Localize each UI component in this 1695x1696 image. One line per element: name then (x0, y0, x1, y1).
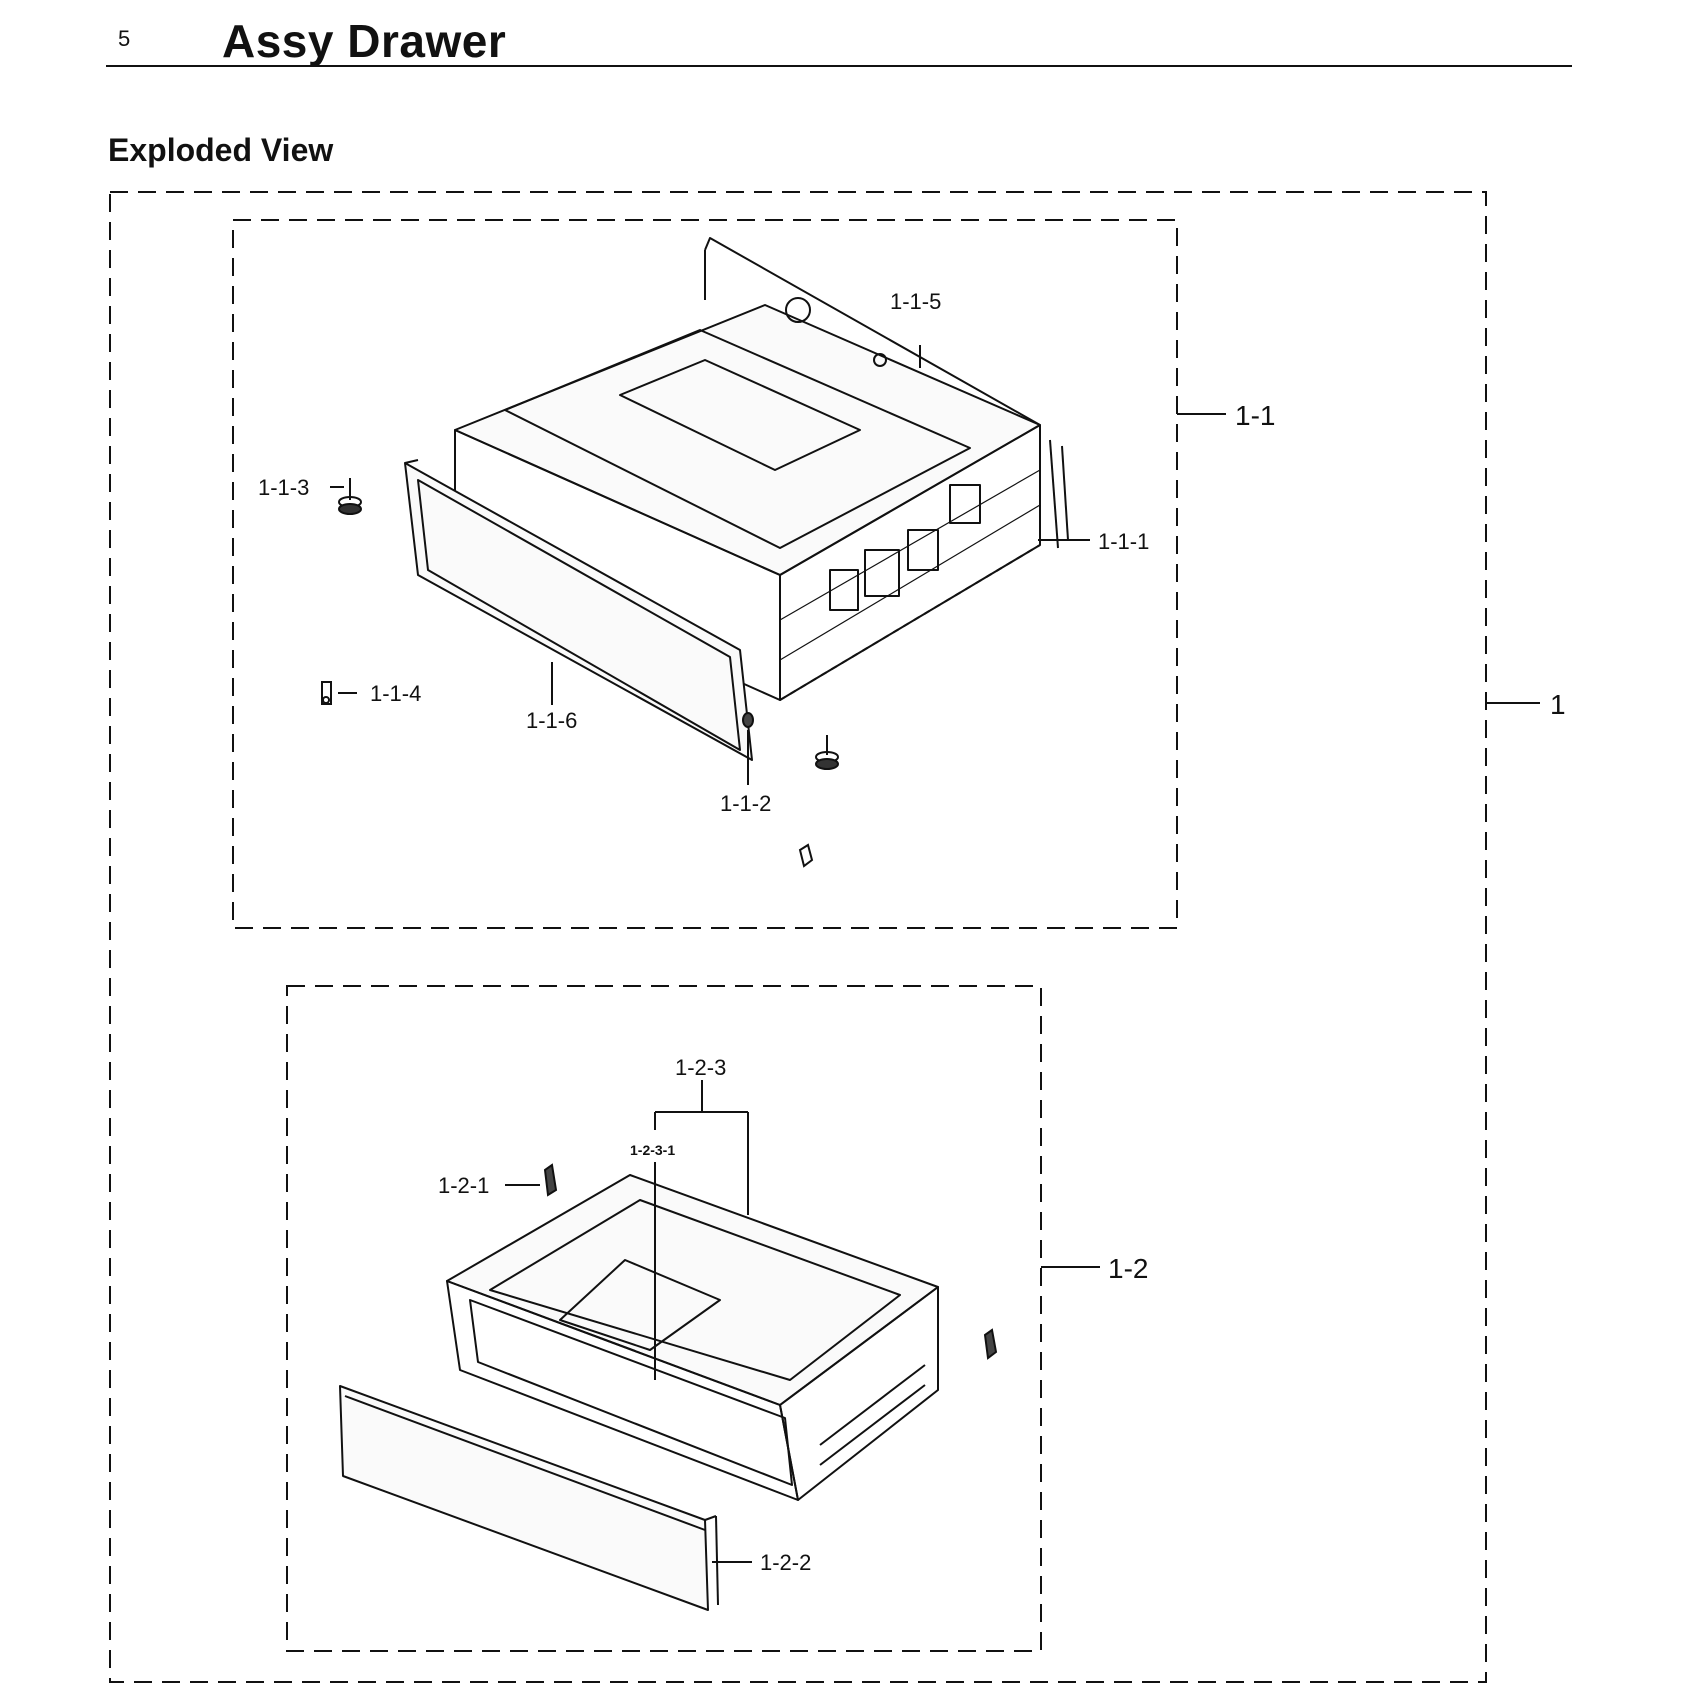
page-number: 5 (118, 26, 131, 51)
callout-1-1-6: 1-1-6 (526, 708, 577, 733)
callout-1-2: 1-2 (1108, 1253, 1148, 1284)
header-divider (106, 65, 1572, 67)
callout-1-2-3-1: 1-2-3-1 (630, 1142, 675, 1158)
assembly-1-boundary (109, 191, 1487, 1683)
callout-1-2-1: 1-2-1 (438, 1173, 489, 1198)
callout-1-1-5: 1-1-5 (890, 289, 941, 314)
drawer-front-panel-1-2-2 (339, 1385, 719, 1611)
fastener-1-1-2 (742, 712, 754, 728)
section-title: Exploded View (108, 132, 334, 168)
leveling-leg-front (815, 735, 839, 770)
callout-1-2-3: 1-2-3 (675, 1055, 726, 1080)
drawer-housing (454, 237, 1069, 701)
assembly-1-1-boundary (232, 219, 1178, 929)
callout-1-1-4: 1-1-4 (370, 681, 421, 706)
drawer-clip-1-2-1 (543, 1163, 558, 1197)
drawer-body (446, 1174, 939, 1501)
callout-1-1: 1-1 (1235, 400, 1275, 431)
leader-lines (330, 345, 1540, 1563)
front-frame-part (404, 459, 753, 761)
leveling-leg-1-1-3 (338, 478, 362, 515)
callout-1-1-1: 1-1-1 (1098, 529, 1149, 554)
bracket-1-1-4 (321, 681, 332, 705)
page-title: Assy Drawer (222, 15, 507, 67)
assembly-1-2-boundary (286, 985, 1042, 1652)
callout-1-1-3: 1-1-3 (258, 475, 309, 500)
drawer-clip-side (983, 1328, 998, 1360)
callout-1: 1 (1550, 689, 1566, 720)
callout-1-1-2: 1-1-2 (720, 791, 771, 816)
clip-part-loose (798, 843, 814, 868)
callout-1-2-2: 1-2-2 (760, 1550, 811, 1575)
